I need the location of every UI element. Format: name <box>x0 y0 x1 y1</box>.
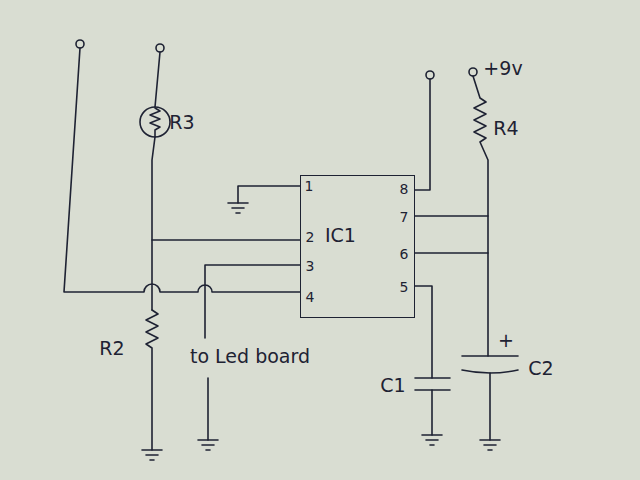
terminal <box>156 44 164 52</box>
wire <box>152 239 300 241</box>
polarity-mark: + <box>498 331 514 350</box>
resistor-symbol <box>146 310 158 450</box>
part-name: C1 <box>380 376 405 395</box>
supply-voltage: +9v <box>483 59 522 78</box>
wire <box>155 52 160 107</box>
terminal <box>76 40 84 48</box>
wire <box>207 378 209 440</box>
wire <box>205 265 300 338</box>
wire <box>431 390 433 435</box>
pin-number: 5 <box>400 280 409 294</box>
wire <box>415 79 430 190</box>
wire <box>415 286 432 378</box>
wire <box>64 48 300 292</box>
resistor-symbol <box>150 108 160 137</box>
wire <box>152 137 155 310</box>
pin-number: 4 <box>306 290 315 304</box>
pin-number: 6 <box>400 247 409 261</box>
terminal <box>469 68 477 76</box>
pin-number: 8 <box>400 182 409 196</box>
ground-symbol <box>198 440 218 450</box>
pin-number: 7 <box>400 210 409 224</box>
wire <box>415 216 488 253</box>
capacitor-symbol <box>462 355 518 357</box>
pin-number: 1 <box>305 179 314 193</box>
capacitor-symbol <box>415 378 450 390</box>
ic-label: IC1 <box>325 226 356 245</box>
pin-number: 3 <box>306 259 315 273</box>
ground-symbol <box>228 203 248 213</box>
signal-note: to Led board <box>190 347 310 366</box>
ldr-symbol <box>140 107 170 137</box>
ground-symbol <box>480 440 500 450</box>
part-name: R4 <box>493 119 518 138</box>
part-name: R2 <box>99 339 124 358</box>
part-name: C2 <box>528 359 553 378</box>
ic-box: IC1 <box>300 175 415 318</box>
ground-symbol <box>142 450 162 460</box>
wire <box>489 373 491 440</box>
pin-number: 2 <box>306 230 315 244</box>
ground-symbol <box>422 435 442 445</box>
part-name: R3 <box>169 113 194 132</box>
wire <box>238 186 300 203</box>
terminal <box>426 71 434 79</box>
